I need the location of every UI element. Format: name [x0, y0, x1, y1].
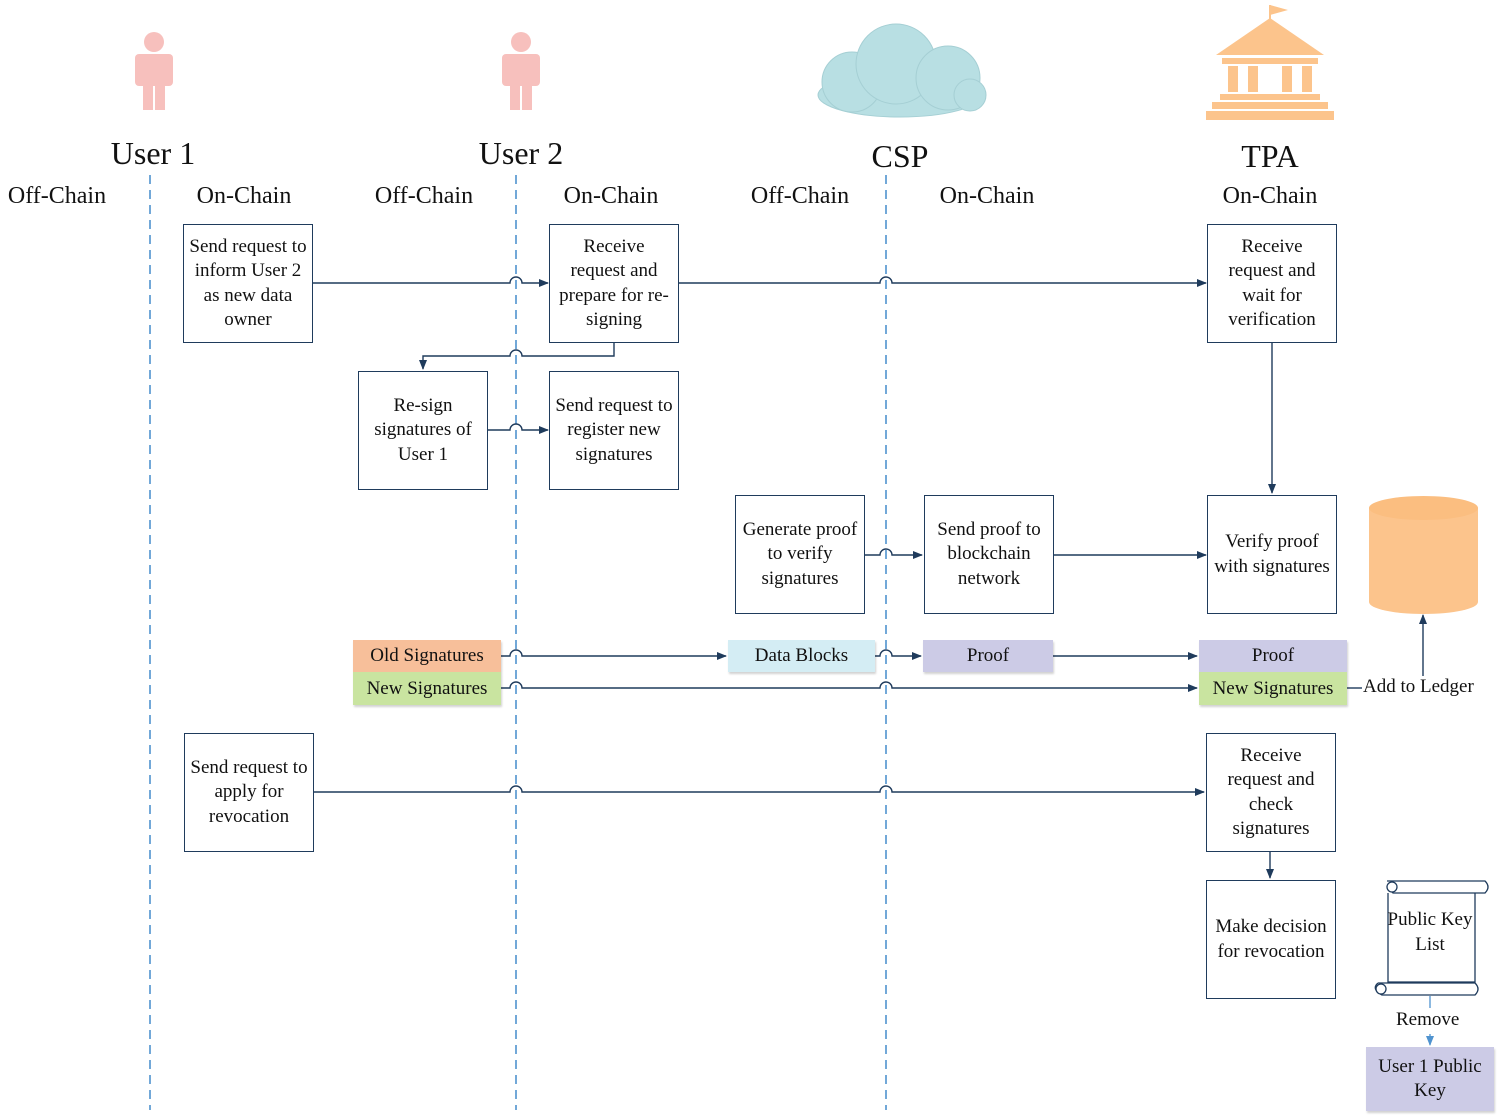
step-user1-apply-revocation: Send request to apply for revocation [184, 733, 314, 852]
step-user2-resign: Re-sign signatures of User 1 [358, 371, 488, 490]
lane-user1-offchain: Off-Chain [7, 183, 107, 209]
person-icon [135, 32, 173, 110]
scroll-icon [1374, 880, 1489, 996]
step-user1-inform-new-owner: Send request to inform User 2 as new dat… [183, 224, 313, 343]
arrow-old-sig-to-data-blocks [501, 649, 727, 660]
tag-new-signatures-tpa: New Signatures [1199, 672, 1347, 705]
tag-user1-public-key: User 1 Public Key [1366, 1047, 1494, 1111]
step-tpa-receive-wait: Receive request and wait for verificatio… [1207, 224, 1337, 343]
person-icon [502, 32, 540, 110]
lane-tpa-onchain: On-Chain [1222, 183, 1318, 209]
database-icon [1369, 496, 1478, 614]
tag-proof-tpa: Proof [1199, 640, 1347, 672]
label-add-to-ledger: Add to Ledger [1363, 676, 1474, 697]
arrow-data-blocks-to-proof [875, 649, 922, 660]
tag-proof-csp: Proof [923, 640, 1053, 672]
arrow-revoke-to-tpa [314, 785, 1205, 796]
step-tpa-decide-revocation: Make decision for revocation [1206, 880, 1336, 999]
actor-csp-title: CSP [871, 138, 929, 174]
step-user2-receive-request: Receive request and prepare for re-signi… [549, 224, 679, 343]
step-csp-generate-proof: Generate proof to verify signatures [735, 495, 865, 614]
actor-tpa-title: TPA [1241, 138, 1299, 174]
lane-user2-onchain: On-Chain [563, 183, 659, 209]
arrow-receive-to-resign [419, 342, 615, 370]
lane-csp-offchain: Off-Chain [750, 183, 850, 209]
arrow-new-sig-to-tpa [501, 681, 1198, 692]
label-public-key-list: Public Key List [1387, 909, 1473, 955]
arrow-receive-to-tpa [679, 276, 1207, 287]
tag-new-signatures-user2: New Signatures [353, 672, 501, 705]
lane-csp-onchain: On-Chain [939, 183, 1035, 209]
arrow-generate-to-send [865, 548, 923, 559]
actor-user1-title: User 1 [110, 135, 196, 171]
label-remove: Remove [1396, 1009, 1460, 1030]
step-csp-send-proof: Send proof to blockchain network [924, 495, 1054, 614]
step-tpa-verify-proof: Verify proof with signatures [1207, 495, 1337, 614]
institution-icon [1206, 5, 1334, 120]
lane-user1-onchain: On-Chain [196, 183, 292, 209]
cloud-icon [817, 23, 987, 118]
step-user2-register-signatures: Send request to register new signatures [549, 371, 679, 490]
connectors [312, 276, 1427, 879]
arrow-resign-to-register [488, 423, 549, 434]
lane-user2-offchain: Off-Chain [374, 183, 474, 209]
step-tpa-check-signatures: Receive request and check signatures [1206, 733, 1336, 852]
arrow-inform-to-receive [312, 276, 549, 287]
tag-data-blocks: Data Blocks [728, 640, 875, 672]
tag-old-signatures: Old Signatures [353, 640, 501, 672]
actor-user2-title: User 2 [478, 135, 564, 171]
